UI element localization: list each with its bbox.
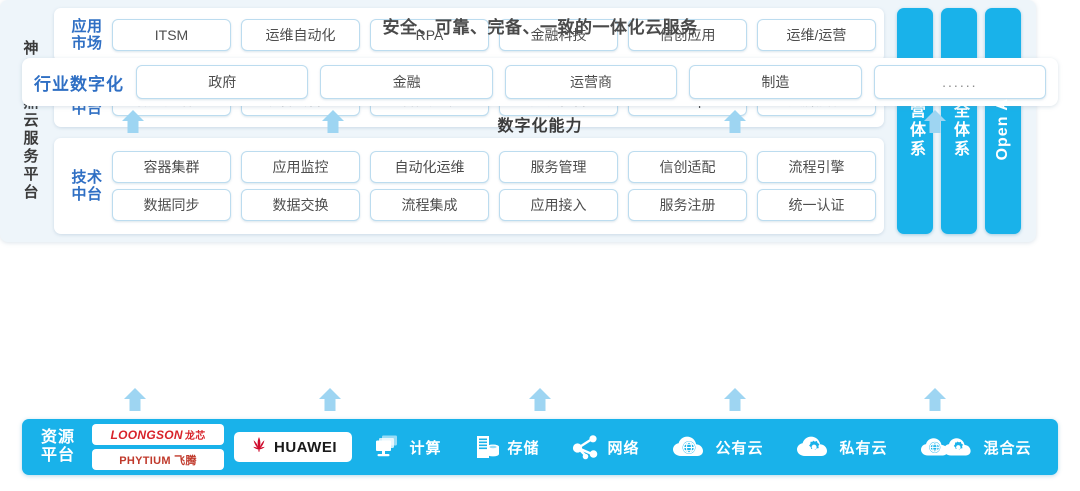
tier-label-line1: 技术 — [71, 168, 103, 186]
capability-xinchuang-app[interactable]: 信创应用 — [628, 19, 747, 51]
industry-item-manufacturing[interactable]: 制造 — [689, 65, 862, 99]
resource-item-private-cloud-label: 私有云 — [839, 439, 888, 457]
private-cloud-icon — [796, 435, 832, 459]
capability-container-cluster[interactable]: 容器集群 — [112, 151, 231, 183]
side-bar-security-system[interactable]: 安全体系 — [941, 8, 977, 234]
capability-ops-operations[interactable]: 运维/运营 — [757, 19, 876, 51]
tier-row: 数据同步 数据交换 流程集成 应用接入 服务注册 统一认证 — [112, 189, 876, 221]
resource-item-hybrid-cloud-label: 混合云 — [983, 439, 1032, 457]
resource-item-storage[interactable]: 存储 — [474, 434, 539, 460]
digital-capability-label: 数字化能力 — [497, 118, 583, 135]
capability-service-registry[interactable]: 服务注册 — [628, 189, 747, 221]
network-icon — [572, 434, 600, 460]
up-arrow-icon — [922, 386, 948, 412]
huawei-logo-text: HUAWEI — [274, 438, 337, 456]
resource-platform-label: 资源 平台 — [32, 429, 84, 466]
huawei-logo[interactable]: HUAWEI — [234, 432, 352, 462]
industry-digitalization-band: 行业数字化 政府 金融 运营商 制造 ...... — [22, 58, 1058, 106]
capability-rpa[interactable]: RPA — [370, 19, 489, 51]
up-arrow-icon — [317, 386, 343, 412]
capability-itsm[interactable]: ITSM — [112, 19, 231, 51]
page-title: 安全、可靠、完备、一致的一体化云服务 — [382, 18, 698, 37]
resource-label-line2: 平台 — [40, 447, 75, 464]
up-arrow-icon — [922, 108, 948, 134]
capability-app-access[interactable]: 应用接入 — [499, 189, 618, 221]
industry-item-finance[interactable]: 金融 — [320, 65, 493, 99]
tier-app-market-grid: ITSM 运维自动化 RPA 金融科技 信创应用 运维/运营 — [112, 19, 876, 51]
resource-item-private-cloud[interactable]: 私有云 — [796, 435, 887, 459]
capability-xinchuang-adaptation[interactable]: 信创适配 — [628, 151, 747, 183]
tier-row: ITSM 运维自动化 RPA 金融科技 信创应用 运维/运营 — [112, 19, 876, 51]
resource-item-storage-label: 存储 — [507, 439, 540, 457]
resource-item-compute[interactable]: 计算 — [374, 434, 441, 460]
capability-process-engine[interactable]: 流程引擎 — [757, 151, 876, 183]
tier-label-line2: 市场 — [71, 35, 103, 52]
resource-item-public-cloud[interactable]: 公有云 — [672, 435, 763, 459]
resource-item-network-label: 网络 — [607, 439, 640, 457]
up-arrow-icon — [722, 108, 748, 134]
tier-tech-middle-platform: 技术 中台 容器集群 应用监控 自动化运维 服务管理 信创适配 流程引擎 数据同… — [54, 138, 884, 234]
capability-data-sync[interactable]: 数据同步 — [112, 189, 231, 221]
capability-unified-auth[interactable]: 统一认证 — [757, 189, 876, 221]
phytium-logo-text: PHYTIUM 飞腾 — [119, 454, 197, 467]
storage-icon — [474, 434, 500, 460]
tier-app-market: 应用 市场 ITSM 运维自动化 RPA 金融科技 信创应用 运维/运营 — [54, 8, 884, 62]
phytium-logo[interactable]: PHYTIUM 飞腾 — [92, 449, 224, 470]
tier-app-market-label: 应用 市场 — [62, 18, 112, 53]
capability-service-management[interactable]: 服务管理 — [499, 151, 618, 183]
up-arrow-icon — [527, 386, 553, 412]
loongson-logo-suffix: 龙芯 — [184, 431, 206, 442]
side-bar-open-api-label: Open API — [994, 81, 1011, 161]
resource-item-compute-label: 计算 — [409, 439, 442, 457]
resource-item-hybrid-cloud[interactable]: 混合云 — [920, 435, 1031, 459]
industry-items: 政府 金融 运营商 制造 ...... — [136, 65, 1047, 99]
industry-band-label: 行业数字化 — [34, 74, 124, 94]
up-arrow-icon — [320, 108, 346, 134]
up-arrow-icon — [722, 386, 748, 412]
capability-data-exchange[interactable]: 数据交换 — [241, 189, 360, 221]
tier-tech-label: 技术 中台 — [62, 169, 112, 204]
resource-items: 计算 — [358, 434, 1048, 460]
up-arrow-icon — [122, 386, 148, 412]
resource-item-public-cloud-label: 公有云 — [715, 439, 764, 457]
tier-tech-grid: 容器集群 应用监控 自动化运维 服务管理 信创适配 流程引擎 数据同步 数据交换… — [112, 151, 876, 221]
industry-item-telecom[interactable]: 运营商 — [504, 65, 678, 99]
resource-item-network[interactable]: 网络 — [572, 434, 639, 460]
industry-item-more[interactable]: ...... — [873, 65, 1047, 99]
up-arrow-icon — [120, 108, 146, 134]
tier-label-line1: 应用 — [71, 17, 103, 35]
huawei-flower-icon — [249, 436, 269, 459]
hybrid-cloud-icon — [920, 435, 976, 459]
capability-fintech[interactable]: 金融科技 — [499, 19, 618, 51]
side-bar-open-api[interactable]: Open API — [985, 8, 1021, 234]
capability-automated-ops[interactable]: 自动化运维 — [370, 151, 489, 183]
industry-item-government[interactable]: 政府 — [136, 65, 309, 99]
tier-label-line2: 中台 — [71, 186, 103, 203]
public-cloud-icon — [672, 435, 708, 459]
loongson-logo-text: LOONGSON — [110, 427, 183, 442]
tier-row: 容器集群 应用监控 自动化运维 服务管理 信创适配 流程引擎 — [112, 151, 876, 183]
capability-ops-automation[interactable]: 运维自动化 — [241, 19, 360, 51]
resource-label-line1: 资源 — [40, 428, 75, 446]
capability-app-monitoring[interactable]: 应用监控 — [241, 151, 360, 183]
compute-icon — [374, 434, 402, 460]
capability-process-integration[interactable]: 流程集成 — [370, 189, 489, 221]
